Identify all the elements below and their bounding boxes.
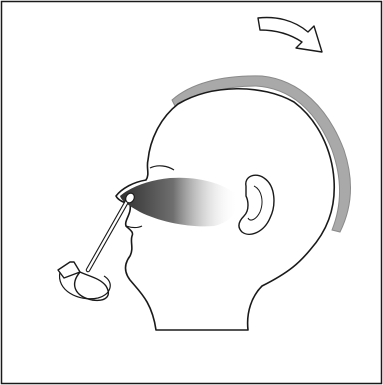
nasal-swab-diagram [0, 0, 383, 385]
